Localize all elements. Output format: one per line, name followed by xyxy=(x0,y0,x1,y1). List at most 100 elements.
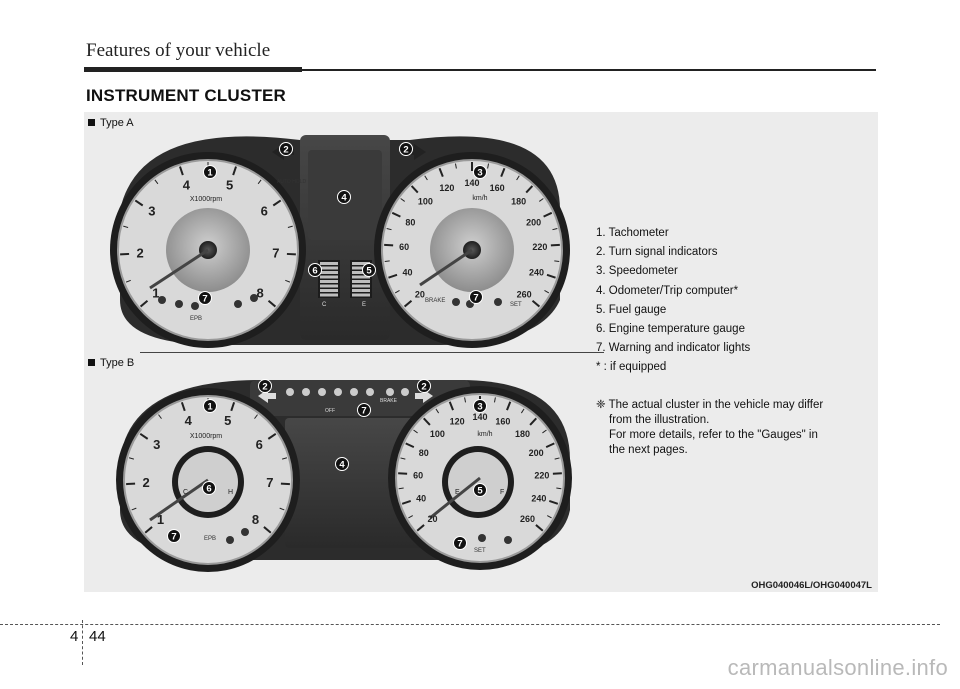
footer-rule xyxy=(0,624,940,625)
dial-tick xyxy=(552,227,558,231)
epb-label-a: EPB xyxy=(190,316,202,322)
dial-tick xyxy=(139,300,149,308)
speed-number: 100 xyxy=(418,197,433,207)
set-label-b: SET xyxy=(474,548,486,554)
callout-marker xyxy=(357,403,371,417)
dial-tick xyxy=(272,199,282,207)
dial-tick xyxy=(263,526,272,534)
tach-number: 4 xyxy=(183,178,191,193)
temp-bar xyxy=(320,280,338,283)
speed-number: 220 xyxy=(534,470,549,480)
fuel-bar xyxy=(352,280,370,283)
type-a-label: Type A xyxy=(88,117,134,129)
speed-number: 160 xyxy=(490,183,505,193)
dial-tick xyxy=(546,273,556,279)
tach-number: 6 xyxy=(256,437,263,452)
speed-number: 60 xyxy=(413,470,423,480)
dial-tick xyxy=(384,260,390,262)
callout-number: 1 xyxy=(207,402,213,413)
callout-number: 7 xyxy=(457,539,462,550)
dial-tick xyxy=(500,167,506,177)
speed-number: 100 xyxy=(430,429,445,439)
fuel-full-label-b: F xyxy=(500,489,504,496)
chapter-number: 4 xyxy=(70,628,79,645)
dial-tick xyxy=(487,163,490,169)
callout-marker xyxy=(258,379,272,393)
tach-number: 5 xyxy=(226,178,233,193)
fuel-empty-label-b: E xyxy=(455,489,460,496)
temp-cold-label-b: C xyxy=(183,489,188,496)
legend-item: 6. Engine temperature gauge xyxy=(596,323,745,336)
callout-number: 2 xyxy=(262,382,267,393)
callout-number: 2 xyxy=(421,382,426,393)
dial-tick xyxy=(554,457,560,460)
tach-number: 2 xyxy=(136,245,143,260)
callout-marker xyxy=(362,263,376,277)
header-rule-thin xyxy=(302,69,876,71)
fuel-bar xyxy=(352,289,370,292)
callout-marker xyxy=(203,399,217,413)
legend-item: 2. Turn signal indicators xyxy=(596,246,718,259)
dial-tick xyxy=(535,524,544,532)
dial-tick xyxy=(401,500,412,505)
dial-tick xyxy=(413,429,418,434)
legend-list: 1. Tachometer 2. Turn signal indicators … xyxy=(596,224,871,378)
gauge-bars-a: C E xyxy=(318,260,372,308)
dial-tick xyxy=(400,457,406,460)
callout-number: 1 xyxy=(207,168,213,179)
tach-number: 1 xyxy=(152,286,159,301)
callout-marker xyxy=(198,291,212,305)
callout-marker xyxy=(473,483,487,497)
dial-tick xyxy=(405,442,415,449)
dial-tick xyxy=(254,414,258,419)
note-line: For more details, refer to the "Gauges" … xyxy=(609,429,818,441)
turn-signal-icons-b xyxy=(258,389,433,403)
callout-number: 7 xyxy=(202,294,207,305)
tach-number: 3 xyxy=(148,204,155,219)
speed-number: 20 xyxy=(427,514,437,524)
header-rule-thick xyxy=(84,67,302,72)
speed-number: 120 xyxy=(450,416,465,426)
speed-number: 180 xyxy=(515,429,530,439)
dial-tick xyxy=(230,401,236,412)
fuel-bar xyxy=(352,271,370,274)
speed-number: 220 xyxy=(532,242,547,252)
set-label-a: SET xyxy=(510,302,522,308)
callout-marker xyxy=(399,142,413,156)
dial-tick xyxy=(398,472,408,475)
speed-number: 80 xyxy=(405,217,415,227)
tach-number: 2 xyxy=(142,475,149,490)
fuel-bar xyxy=(352,275,370,279)
dial-tick xyxy=(538,198,544,202)
temp-hot-label-b: H xyxy=(228,489,233,496)
speed-number: 140 xyxy=(464,178,479,188)
dial-tick xyxy=(158,414,162,419)
temp-bar xyxy=(320,262,338,265)
speed-unit-b: km/h xyxy=(477,431,492,438)
speed-number: 60 xyxy=(399,242,409,252)
type-b-label: Type B xyxy=(88,357,134,369)
dial-tick xyxy=(391,211,401,218)
dial-tick xyxy=(542,429,547,434)
temp-bar xyxy=(320,271,338,274)
tach-unit-b: X1000rpm xyxy=(190,433,222,440)
watermark: carmanualsonline.info xyxy=(727,655,948,680)
callout-marker xyxy=(337,190,351,204)
dial-tick xyxy=(125,279,131,283)
dial-tick xyxy=(285,279,291,283)
temp-bar xyxy=(320,293,338,297)
dial-tick xyxy=(516,175,520,181)
legend-item: 3. Speedometer xyxy=(596,265,678,278)
callout-marker xyxy=(335,457,349,471)
dial-tick xyxy=(267,300,277,308)
callout-number: 3 xyxy=(477,168,482,179)
speed-number: 40 xyxy=(416,494,426,504)
dial-tick xyxy=(267,432,277,440)
note-line: the next pages. xyxy=(609,444,688,456)
dial-tick xyxy=(410,185,419,194)
callout-number: 5 xyxy=(366,266,372,277)
callout-number: 4 xyxy=(339,460,345,471)
